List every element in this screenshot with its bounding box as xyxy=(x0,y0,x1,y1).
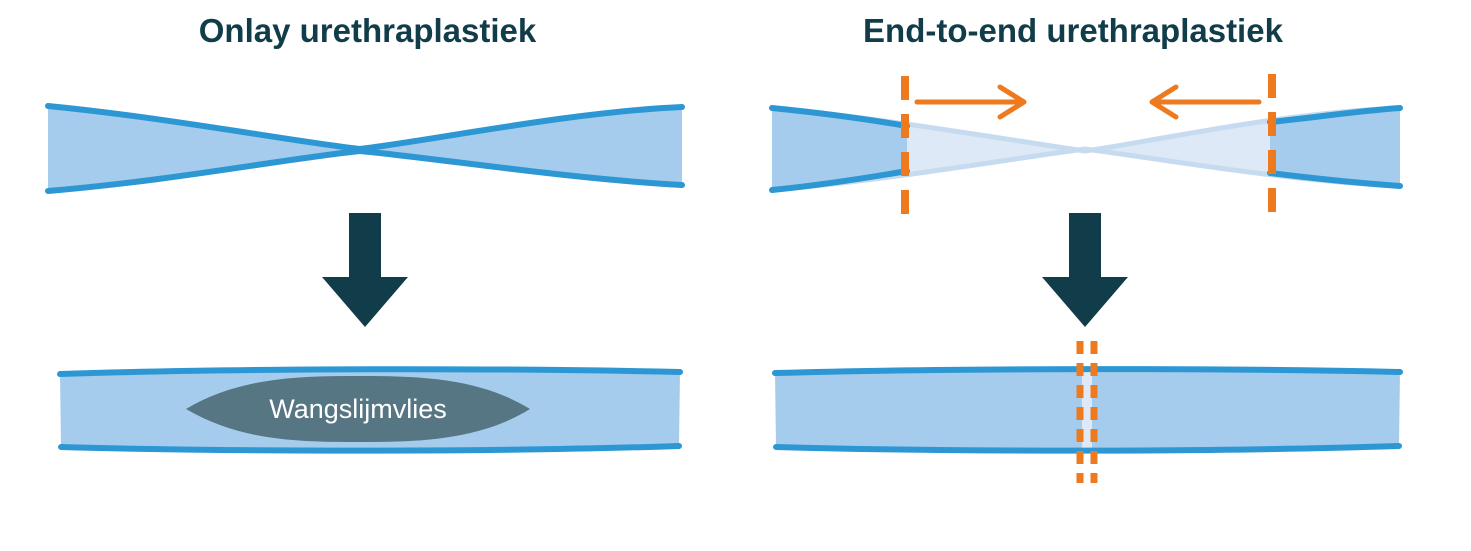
right-stump-right-top-edge xyxy=(1267,105,1403,125)
right-stump-left-body xyxy=(772,108,907,190)
left-arrow-icon xyxy=(1149,84,1262,120)
buccal-mucosa-graft-shape xyxy=(186,376,530,442)
left-repaired-urethra xyxy=(57,366,683,454)
left-down-arrow-icon xyxy=(322,213,408,327)
right-repaired-top-edge xyxy=(772,366,1403,376)
right-repaired-urethra xyxy=(772,341,1403,483)
right-stump-left-bottom-edge xyxy=(769,168,910,193)
graft-label: Wangslijmvlies xyxy=(269,394,447,424)
right-stump-right-body xyxy=(1270,108,1400,186)
right-stump-left-top-edge xyxy=(769,105,910,129)
right-arrow-icon xyxy=(914,84,1027,120)
left-strictured-urethra xyxy=(45,103,685,194)
right-strictured-urethra xyxy=(769,74,1403,228)
right-stump-right-bottom-edge xyxy=(1267,170,1403,189)
left-stricture-bottom-edge xyxy=(45,147,685,194)
left-repaired-bottom-edge xyxy=(58,443,682,454)
left-repaired-top-edge xyxy=(57,366,683,377)
right-panel-title: End-to-end urethraplastiek xyxy=(863,12,1283,49)
right-repaired-bottom-edge xyxy=(773,443,1402,454)
left-panel-title: Onlay urethraplastiek xyxy=(198,12,537,49)
right-down-arrow-icon xyxy=(1042,213,1128,327)
